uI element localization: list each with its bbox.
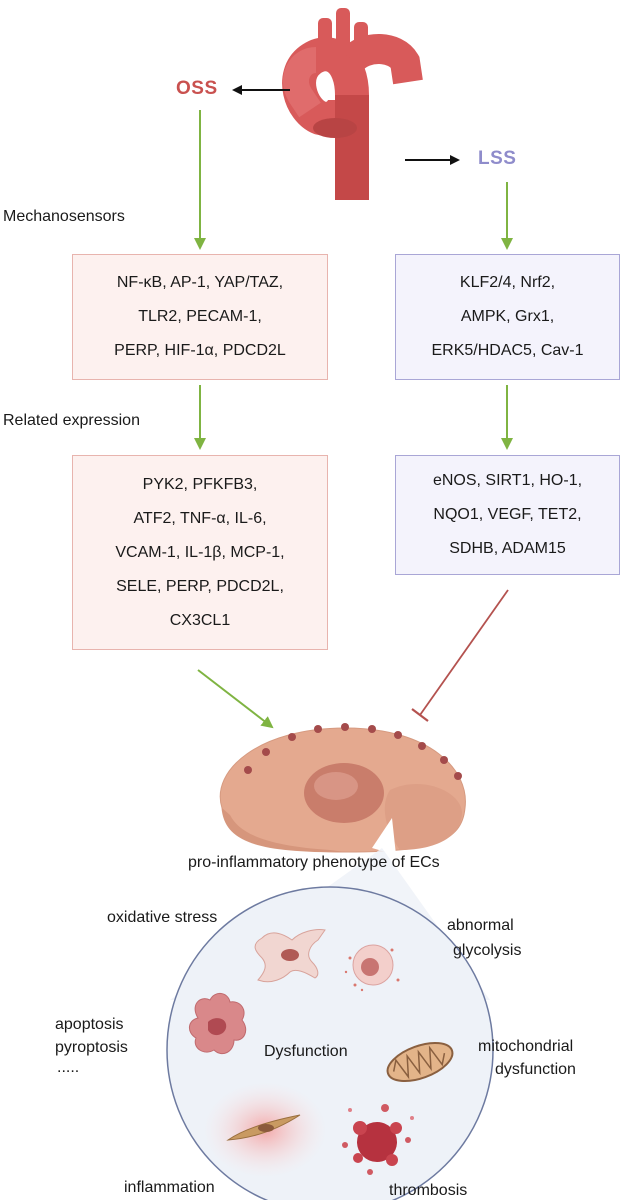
apoptotic-cell-icon [189, 993, 247, 1055]
mitochondrial-label: mitochondrial [478, 1038, 574, 1055]
mito-dysfunction-label: dysfunction [495, 1061, 576, 1078]
oss-label: OSS [176, 78, 218, 99]
inflamed-cell-icon [203, 1082, 327, 1178]
lss-mechanosensors-line: KLF2/4, Nrf2, [459, 274, 556, 291]
oss-mechanosensors-line: NF-κB, AP-1, YAP/TAZ, [116, 274, 284, 291]
pyroptosis-label: pyroptosis [55, 1039, 128, 1056]
thrombosis-label: thrombosis [389, 1182, 468, 1199]
abnormal-label: abnormal [447, 917, 514, 934]
lss-mechanosensors-box: KLF2/4, Nrf2, AMPK, Grx1, ERK5/HDAC5, Ca… [395, 254, 620, 380]
endothelial-cell-icon [219, 723, 466, 855]
oss-mechanosensors-line: TLR2, PECAM-1, [138, 308, 262, 325]
ellipsis-label: ..... [57, 1059, 80, 1076]
oss-expression-line: PYK2, PFKFB3, [142, 475, 258, 493]
thrombus-icon [342, 1104, 414, 1175]
apoptosis-label: apoptosis [55, 1016, 124, 1033]
lss-expression-line: NQO1, VEGF, TET2, [433, 506, 582, 523]
oss-expression-line: SELE, PERP, PDCD2L, [116, 577, 284, 595]
arrow-oss-to-cell [197, 669, 274, 729]
dysfunction-center-label: Dysfunction [264, 1043, 348, 1060]
oss-expression-line: ATF2, TNF-α, IL-6, [133, 509, 267, 527]
oss-mechanosensors-line: PERP, HIF-1α, PDCD2L [114, 342, 286, 359]
related-expression-label: Related expression [3, 412, 140, 429]
aorta-icon [282, 8, 423, 200]
mitochondrion-icon [386, 1041, 454, 1083]
inflammation-label: inflammation [124, 1179, 215, 1196]
phenotype-label: pro-inflammatory phenotype of ECs [188, 854, 440, 871]
lss-expression-line: SDHB, ADAM15 [449, 540, 566, 557]
lss-expression-box: eNOS, SIRT1, HO-1, NQO1, VEGF, TET2, SDH… [395, 455, 620, 575]
inhibit-lss-to-cell [411, 589, 509, 722]
oss-expression-box: PYK2, PFKFB3, ATF2, TNF-α, IL-6, VCAM-1,… [72, 455, 328, 650]
stressed-cell-icon [254, 929, 326, 983]
oxidative-stress-label: oxidative stress [107, 909, 218, 926]
glycolysis-label: glycolysis [453, 942, 522, 959]
lss-label: LSS [478, 148, 517, 169]
glycolysis-cell-icon [344, 944, 400, 992]
oss-expression-line: CX3CL1 [169, 611, 231, 629]
lss-mechanosensors-line: AMPK, Grx1, [460, 308, 555, 325]
oss-mechanosensors-box: NF-κB, AP-1, YAP/TAZ, TLR2, PECAM-1, PER… [72, 254, 328, 380]
lss-expression-line: eNOS, SIRT1, HO-1, [432, 472, 583, 489]
oss-expression-line: VCAM-1, IL-1β, MCP-1, [115, 543, 285, 561]
lss-mechanosensors-line: ERK5/HDAC5, Cav-1 [431, 342, 584, 359]
mechanosensors-label: Mechanosensors [3, 208, 125, 225]
